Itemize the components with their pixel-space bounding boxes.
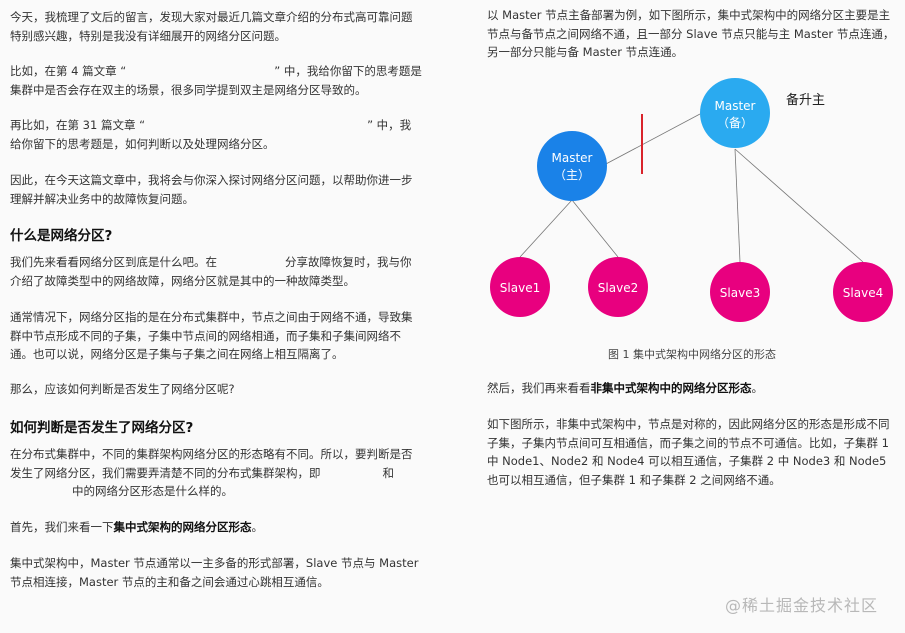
text: 和 xyxy=(382,465,395,480)
text: 中的网络分区形态是什么样的。 xyxy=(72,484,233,498)
text: ” 中，我给你留下的思考题是，如何判断以及处理网络分区。 xyxy=(10,118,412,151)
node-label: Slave3 xyxy=(720,286,760,300)
paragraph-article-4: 比如，在第 4 篇文章 “” 中，我给你留下的思考题是集群中是否会存在双主的场景… xyxy=(10,62,422,99)
node-label: Slave1 xyxy=(500,281,540,295)
text: 首先，我们来看一下 xyxy=(10,520,114,534)
paragraph-usually: 通常情况下，网络分区指的是在分布式集群中，节点之间由于网络不通，导致集群中节点形… xyxy=(10,310,413,361)
link-primary-backup xyxy=(603,113,701,166)
node-label: Slave4 xyxy=(843,286,883,300)
paragraph-master-example: 以 Master 节点主备部署为例，如下图所示，集中式架构中的网络分区主要是主节… xyxy=(487,8,895,59)
paragraph-decentralized: 如下图所示，非集中式架构中，节点是对称的，因此网络分区的形态是形成不同子集，子集… xyxy=(487,417,890,487)
paragraph-then: 然后，我们再来看看非集中式架构中的网络分区形态。 xyxy=(487,379,897,398)
text: 。 xyxy=(251,520,264,534)
node-label: Slave2 xyxy=(598,281,638,295)
heading-how-to-judge: 如何判断是否发生了网络分区? xyxy=(10,420,194,436)
link-primary-slave2 xyxy=(571,199,619,258)
paragraph-first: 首先，我们来看一下集中式架构的网络分区形态。 xyxy=(10,518,422,537)
link-backup-slave3 xyxy=(734,148,741,263)
paragraph-therefore: 因此，在今天这篇文章中，我将会与你深入探讨网络分区问题，以帮助你进一步理解并解决… xyxy=(10,173,413,206)
slave1-node: Slave1 xyxy=(490,257,550,317)
paragraph-definition: 我们先来看看网络分区到底是什么吧。在分享故障恢复时，我与你介绍了故障类型中的网络… xyxy=(10,253,422,290)
paragraph-centralized: 集中式架构中，Master 节点通常以一主多备的形式部署，Slave 节点与 M… xyxy=(10,556,419,589)
text: 然后，我们再来看看 xyxy=(487,381,591,395)
node-sublabel: （备） xyxy=(717,116,753,130)
paragraph-architectures: 在分布式集群中，不同的集群架构网络分区的形态略有不同。所以，要判断是否发生了网络… xyxy=(10,445,422,501)
figure-caption: 图 1 集中式架构中网络分区的形态 xyxy=(608,348,776,361)
link-backup-slave4 xyxy=(734,148,864,263)
text: 。 xyxy=(751,381,764,395)
text: 再比如，在第 31 篇文章 “ xyxy=(10,118,146,132)
master-primary-node: Master （主） xyxy=(537,131,607,201)
paragraph-question: 那么，应该如何判断是否发生了网络分区呢? xyxy=(10,382,235,396)
slave4-node: Slave4 xyxy=(833,262,893,322)
watermark: @稀土掘金技术社区 xyxy=(725,596,879,615)
bold-text: 非集中式架构中的网络分区形态 xyxy=(590,381,752,395)
heading-what-is-partition: 什么是网络分区? xyxy=(10,228,113,244)
intro-paragraph: 今天，我梳理了文后的留言，发现大家对最近几篇文章介绍的分布式高可靠问题特别感兴趣… xyxy=(10,10,413,43)
bold-text: 集中式架构的网络分区形态 xyxy=(113,520,252,534)
node-label: Master xyxy=(552,151,593,165)
paragraph-article-31: 再比如，在第 31 篇文章 “” 中，我给你留下的思考题是，如何判断以及处理网络… xyxy=(10,116,422,153)
text: 比如，在第 4 篇文章 “ xyxy=(10,64,127,78)
text: ” 中，我给你留下的思考题是集群中是否会存在双主的场景，很多同学提到双主是网络分… xyxy=(10,64,422,97)
node-sublabel: （主） xyxy=(554,168,590,182)
text: 分享故障恢复时，我与你介绍了故障类型中的网络故障，网络分区就是其中的一种故障类型… xyxy=(10,255,412,288)
text: 我们先来看看网络分区到底是什么吧。在 xyxy=(10,255,217,269)
node-label: Master xyxy=(715,99,756,113)
slave2-node: Slave2 xyxy=(588,257,648,317)
promote-label: 备升主 xyxy=(786,92,825,108)
link-primary-slave1 xyxy=(519,199,573,258)
slave3-node: Slave3 xyxy=(710,262,770,322)
text: 在分布式集群中，不同的集群架构网络分区的形态略有不同。所以，要判断是否发生了网络… xyxy=(10,447,413,480)
master-backup-node: Master （备） xyxy=(700,78,770,148)
